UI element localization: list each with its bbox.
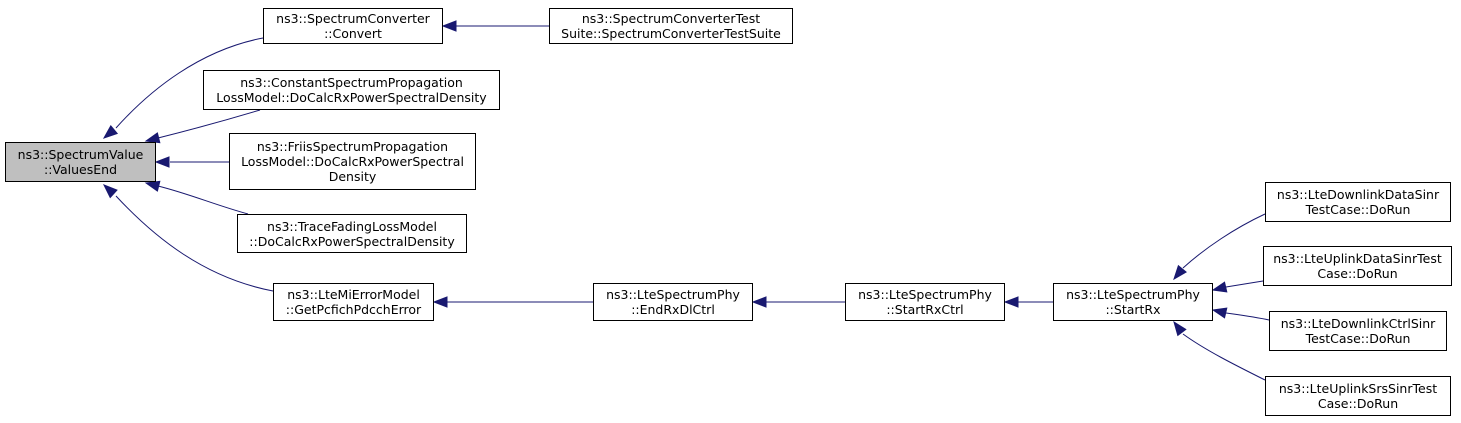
node-start-rx-ctrl[interactable]: ns3::LteSpectrumPhy::StartRxCtrl: [845, 283, 1005, 321]
edge-dl-data-sinr-to-start-rx: [1182, 213, 1266, 269]
edge-mi-error-to-root: [115, 195, 274, 292]
arrowhead-end-rx-dl-ctrl: [751, 296, 767, 308]
arrowhead-root: [102, 184, 118, 199]
arrowhead-start-rx: [1211, 281, 1228, 293]
arrowhead-start-rx: [1211, 307, 1228, 319]
node-label-line: ::DoCalcRxPowerSpectralDensity: [249, 233, 455, 249]
node-label-line: ns3::SpectrumConverterTest: [581, 11, 761, 26]
node-label-line: ns3::LteMiErrorModel: [287, 287, 420, 302]
node-start-rx[interactable]: ns3::LteSpectrumPhy::StartRx: [1053, 283, 1213, 321]
node-root[interactable]: ns3::SpectrumValue::ValuesEnd: [5, 142, 156, 182]
node-label-line: TestCase::DoRun: [1305, 331, 1411, 346]
edge-ul-srs-sinr-to-start-rx: [1182, 333, 1266, 381]
arrowhead-root: [144, 132, 161, 144]
node-end-rx-dl-ctrl[interactable]: ns3::LteSpectrumPhy::EndRxDlCtrl: [593, 283, 753, 321]
arrowhead-start-rx: [1173, 264, 1187, 281]
edge-trace-fading-to-root: [157, 185, 249, 215]
node-label-line: ns3::LteSpectrumPhy: [606, 287, 740, 302]
arrowhead-start-rx: [1173, 320, 1187, 337]
node-label-line: ns3::TraceFadingLossModel: [267, 218, 437, 234]
node-label-line: ns3::LteUplinkSrsSinrTest: [1278, 381, 1438, 396]
arrowhead-converter-convert: [441, 20, 457, 32]
node-label-line: Case::DoRun: [1317, 266, 1398, 281]
node-label-line: ::EndRxDlCtrl: [631, 302, 715, 317]
node-label-line: ns3::LteSpectrumPhy: [1066, 287, 1200, 302]
node-label-line: ::GetPcfichPdcchError: [285, 302, 422, 317]
node-converter-convert[interactable]: ns3::SpectrumConverter::Convert: [263, 8, 443, 44]
node-label-line: Suite::SpectrumConverterTestSuite: [561, 26, 781, 41]
arrowhead-root: [144, 180, 161, 192]
node-label-line: ns3::ConstantSpectrumPropagation: [240, 75, 463, 90]
node-label-line: ns3::LteSpectrumPhy: [858, 287, 992, 302]
node-label-line: LossModel::DoCalcRxPowerSpectral: [241, 154, 464, 169]
arrowhead-start-rx-ctrl: [1003, 296, 1019, 308]
node-label-line: ::ValuesEnd: [43, 162, 118, 177]
node-label-line: ::Convert: [324, 26, 382, 41]
edge-ul-data-sinr-to-start-rx: [1225, 280, 1264, 288]
edge-dl-ctrl-sinr-to-start-rx: [1225, 312, 1270, 321]
arrowhead-root: [102, 124, 119, 139]
node-trace-fading[interactable]: ns3::TraceFadingLossModel::DoCalcRxPower…: [237, 214, 467, 253]
node-label-line: ns3::LteDownlinkDataSinr: [1276, 187, 1440, 202]
node-label-line: TestCase::DoRun: [1305, 202, 1411, 217]
node-label-line: ns3::LteUplinkDataSinrTest: [1273, 251, 1442, 266]
node-label-line: ns3::SpectrumValue: [17, 147, 144, 162]
arrowhead-root: [154, 156, 170, 168]
node-label-line: ns3::SpectrumConverter: [276, 11, 430, 26]
edge-converter-convert-to-root: [115, 37, 264, 129]
node-mi-error[interactable]: ns3::LteMiErrorModel::GetPcfichPdcchErro…: [273, 283, 434, 321]
node-label-line: LossModel::DoCalcRxPowerSpectralDensity: [216, 90, 487, 105]
node-label-line: ::StartRxCtrl: [886, 302, 964, 317]
node-label-line: Case::DoRun: [1317, 396, 1399, 411]
node-label-line: ::StartRx: [1105, 302, 1161, 317]
node-label-line: ns3::LteDownlinkCtrlSinr: [1280, 316, 1436, 331]
node-label-line: ns3::FriisSpectrumPropagation: [256, 139, 449, 154]
edge-constant-prop-to-root: [157, 109, 261, 139]
arrowhead-mi-error: [432, 296, 448, 308]
node-label-line: Density: [328, 169, 377, 184]
